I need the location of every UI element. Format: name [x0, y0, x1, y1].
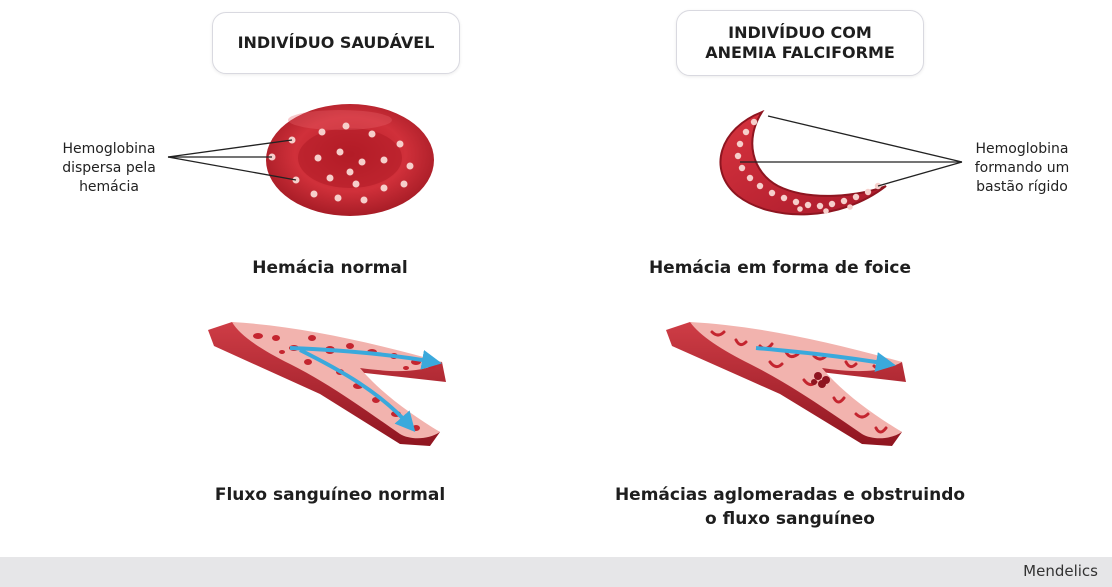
- caption-obstructed-flow: Hemácias aglomeradas e obstruindo o flux…: [580, 483, 1000, 531]
- callout-right-lines: [740, 116, 962, 186]
- sickle-red-blood-cell: [720, 112, 886, 214]
- normal-blood-vessel: [208, 322, 446, 446]
- brand-logo-text: Mendelics: [1023, 562, 1098, 580]
- caption-normal-flow: Fluxo sanguíneo normal: [160, 483, 500, 507]
- obstructed-blood-vessel: [666, 322, 906, 446]
- normal-red-blood-cell: [266, 104, 434, 216]
- caption-obstructed-flow-line1: Hemácias aglomeradas e obstruindo: [580, 483, 1000, 507]
- footer-bar: Mendelics: [0, 557, 1112, 587]
- caption-obstructed-flow-line2: o fluxo sanguíneo: [580, 507, 1000, 531]
- caption-sickle-cell: Hemácia em forma de foice: [600, 256, 960, 280]
- caption-normal-cell: Hemácia normal: [180, 256, 480, 280]
